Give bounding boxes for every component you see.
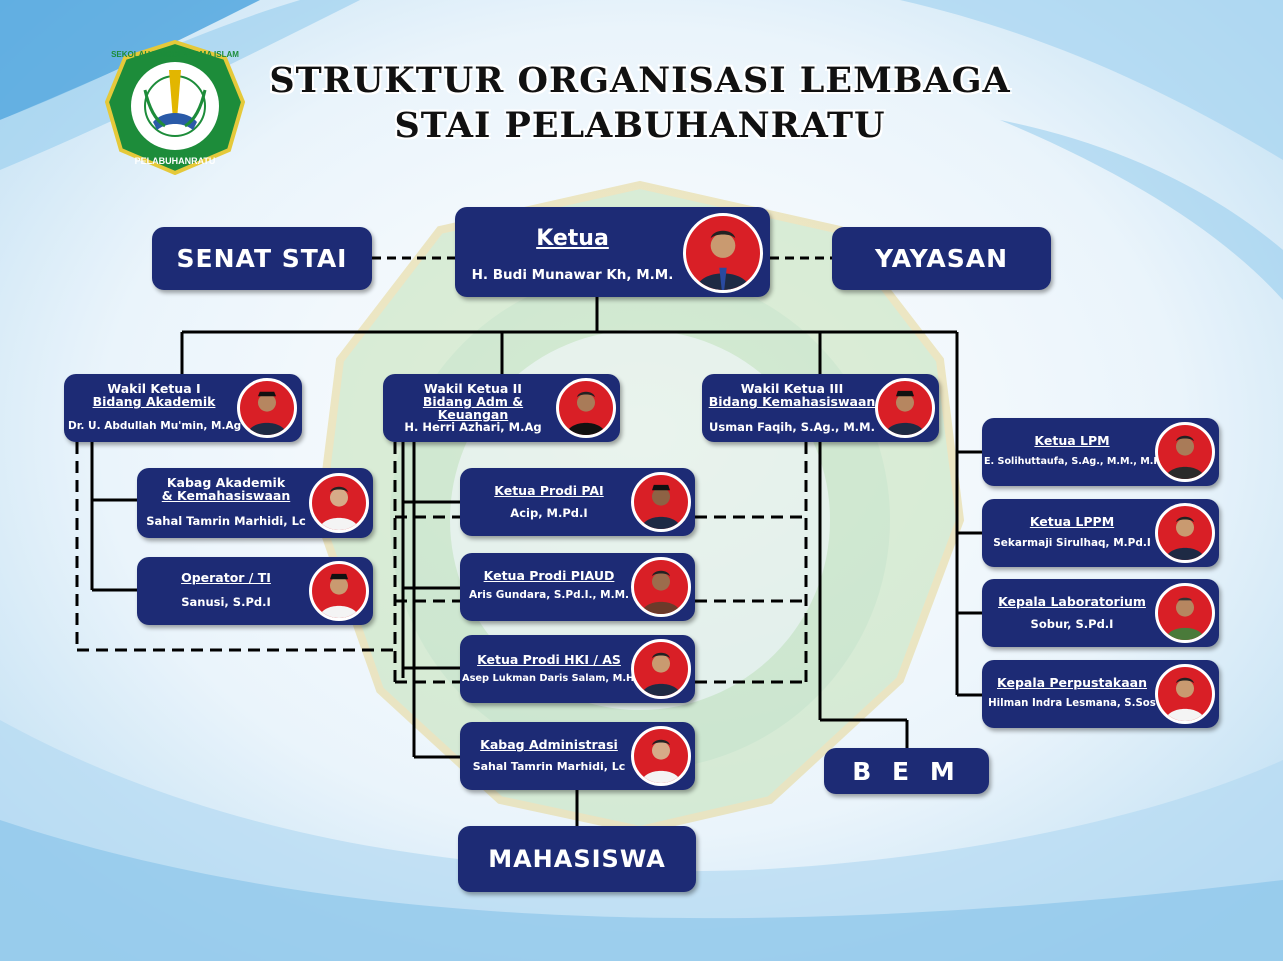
stai-logo: SEKOLAH TINGGI AGAMA ISLAM PELABUHANRATU [105,40,245,175]
bem-box: B E M [824,748,989,794]
mahasiswa-box: MAHASISWA [458,826,696,892]
yayasan-label: YAYASAN [874,244,1008,273]
kabag-administrasi-box: Kabag Administrasi Sahal Tamrin Marhidi,… [460,722,695,790]
senat-label: SENAT STAI [176,244,348,273]
wakil-ketua-1-role2: Bidang Akademik [92,394,216,409]
kabag-administrasi-role: Kabag Administrasi [480,737,618,752]
ketua-name: H. Budi Munawar Kh, M.M. [471,267,674,283]
yayasan-box: YAYASAN [832,227,1051,290]
prodi-pai-box: Ketua Prodi PAI Acip, M.Pd.I [460,468,695,536]
kabag-akademik-role2: & Kemahasiswaan [161,488,291,503]
lppm-name: Sekarmaji Sirulhaq, M.Pd.I [993,537,1151,549]
prodi-hki-name: Asep Lukman Daris Salam, M.H. [462,673,638,684]
prodi-hki-box: Ketua Prodi HKI / AS Asep Lukman Daris S… [460,635,695,703]
lpm-role: Ketua LPM [1034,433,1110,448]
page-title-line2: STAI PELABUHANRATU [394,105,886,146]
wakil-ketua-1-box: Wakil Ketua I Bidang Akademik Dr. U. Abd… [64,374,302,442]
ketua-photo [683,213,763,293]
kabag-akademik-name: Sahal Tamrin Marhidi, Lc [146,514,306,528]
prodi-piaud-role: Ketua Prodi PIAUD [483,568,615,583]
laboratorium-box: Kepala Laboratorium Sobur, S.Pd.I [982,579,1219,647]
wakil-ketua-1-photo [237,378,297,438]
laboratorium-name: Sobur, S.Pd.I [1030,617,1114,631]
operator-box: Operator / TI Sanusi, S.Pd.I [137,557,373,625]
wakil-ketua-2-photo [556,378,616,438]
wakil-ketua-2-role2: Bidang Adm & Keuangan [422,394,524,422]
page-title-line1: STRUKTUR ORGANISASI LEMBAGA [269,60,1011,101]
lpm-box: Ketua LPM E. Solihuttaufa, S.Ag., M.M., … [982,418,1219,486]
wakil-ketua-2-box: Wakil Ketua II Bidang Adm & Keuangan H. … [383,374,620,442]
lppm-photo [1155,503,1215,563]
operator-role: Operator / TI [181,570,271,585]
wakil-ketua-1-role1: Wakil Ketua I [107,381,201,396]
operator-name: Sanusi, S.Pd.I [181,595,271,609]
ketua-box: Ketua H. Budi Munawar Kh, M.M. [455,207,770,297]
laboratorium-role: Kepala Laboratorium [998,594,1146,609]
prodi-piaud-photo [631,557,691,617]
prodi-hki-role: Ketua Prodi HKI / AS [477,652,621,667]
bem-label: B E M [852,756,961,786]
prodi-piaud-box: Ketua Prodi PIAUD Aris Gundara, S.Pd.I.,… [460,553,695,621]
kabag-akademik-role1: Kabag Akademik [166,475,286,490]
lppm-box: Ketua LPPM Sekarmaji Sirulhaq, M.Pd.I [982,499,1219,567]
logo-ring-text: SEKOLAH TINGGI AGAMA ISLAM [111,50,239,59]
wakil-ketua-3-box: Wakil Ketua III Bidang Kemahasiswaan Usm… [702,374,939,442]
wakil-ketua-2-role1: Wakil Ketua II [424,381,522,396]
kabag-akademik-box: Kabag Akademik & Kemahasiswaan Sahal Tam… [137,468,373,538]
perpustakaan-name: Hilman Indra Lesmana, S.Sos [988,698,1156,709]
wakil-ketua-3-role2: Bidang Kemahasiswaan [708,394,876,409]
mahasiswa-label: MAHASISWA [488,845,666,873]
kabag-akademik-photo [309,473,369,533]
perpustakaan-photo [1155,664,1215,724]
operator-photo [309,561,369,621]
kabag-administrasi-photo [631,726,691,786]
ketua-role: Ketua [536,226,609,251]
lpm-photo [1155,422,1215,482]
prodi-hki-photo [631,639,691,699]
laboratorium-photo [1155,583,1215,643]
prodi-pai-name: Acip, M.Pd.I [510,506,588,520]
perpustakaan-role: Kepala Perpustakaan [997,675,1147,690]
kabag-administrasi-name: Sahal Tamrin Marhidi, Lc [472,760,626,773]
prodi-pai-photo [631,472,691,532]
wakil-ketua-3-photo [875,378,935,438]
prodi-pai-role: Ketua Prodi PAI [494,483,604,498]
lppm-role: Ketua LPPM [1029,514,1115,529]
senat-box: SENAT STAI [152,227,372,290]
lpm-name: E. Solihuttaufa, S.Ag., M.M., M.Pd [984,456,1168,467]
wakil-ketua-3-role1: Wakil Ketua III [740,381,844,396]
wakil-ketua-3-name: Usman Faqih, S.Ag., M.M. [709,420,875,434]
wakil-ketua-1-name: Dr. U. Abdullah Mu'min, M.Ag [68,420,242,432]
logo-bottom-text: PELABUHANRATU [135,156,216,166]
wakil-ketua-2-name: H. Herri Azhari, M.Ag [404,420,542,434]
perpustakaan-box: Kepala Perpustakaan Hilman Indra Lesmana… [982,660,1219,728]
prodi-piaud-name: Aris Gundara, S.Pd.I., M.M. [468,589,630,601]
